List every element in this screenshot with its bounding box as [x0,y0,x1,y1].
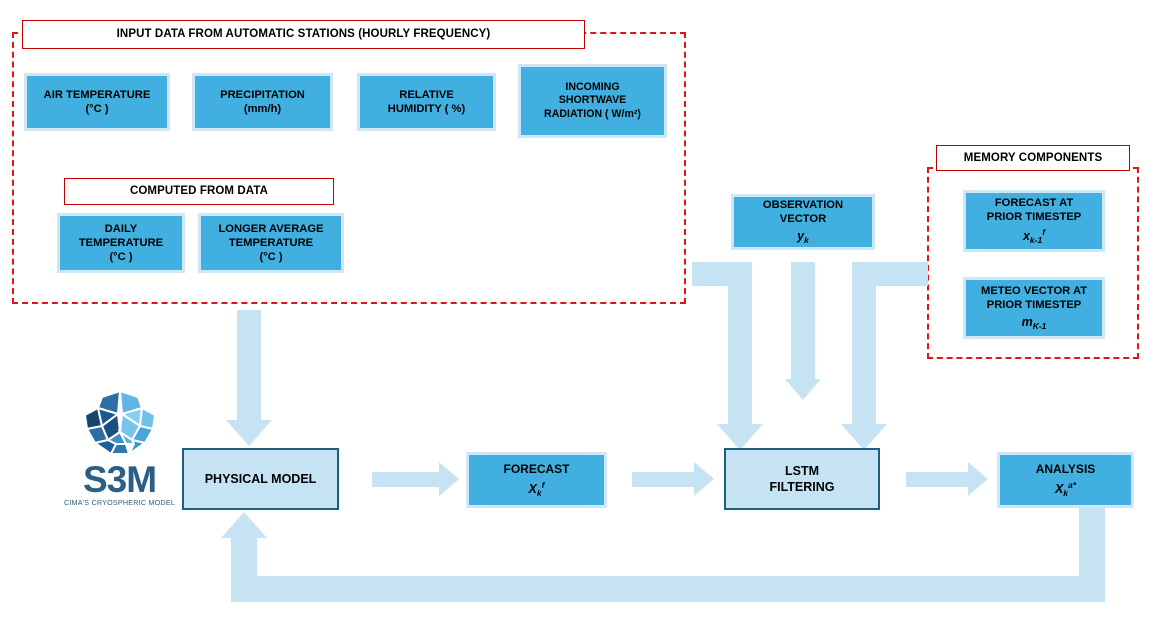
input-variable-box-air-temperature: AIR TEMPERATURE (°C ) [24,73,170,131]
arrow-forecast-to-lstm-head [694,462,714,496]
lstm-line-1: LSTM [784,463,820,478]
arrow-forecast-to-lstm-shaft [632,472,694,487]
box-line-2: (mm/h) [243,103,282,115]
box-line-2: PRIOR TIMESTEP [986,299,1082,312]
physical-model-label: PHYSICAL MODEL [204,471,317,486]
feedback-loop-left-vertical [231,538,257,578]
input-variable-box-relative-humidity: RELATIVE HUMIDITY ( %) [357,73,496,131]
box-line-2: PRIOR TIMESTEP [986,211,1082,224]
computed-from-data-caption: COMPUTED FROM DATA [64,178,334,205]
arrow-observation-to-lstm-head [785,379,821,400]
lstm-filtering-box: LSTM FILTERING [724,448,880,510]
arrow-input-to-lstm-vertical [728,262,752,424]
s3m-wordmark: S3M [82,459,157,500]
observation-vector-box: OBSERVATION VECTOR yk [731,194,875,250]
box-line-1: AIR TEMPERATURE [43,89,151,101]
box-line-2: HUMIDITY ( %) [387,103,466,115]
analysis-symbol: Xka* [1054,479,1077,498]
s3m-logo: S3M CIMA'S CRYOSPHERIC MODEL [57,388,182,508]
box-line-1: METEO VECTOR AT [980,285,1088,298]
arrow-memory-to-lstm-head [841,424,887,450]
box-line-1: LONGER AVERAGE [218,223,324,235]
box-line-2: SHORTWAVE [558,94,627,107]
box-line-1: INCOMING [565,81,620,94]
snowflake-polygon-icon [83,389,156,456]
arrow-input-to-lstm-head [717,424,763,450]
box-line-3: RADIATION ( W/m²) [544,107,641,120]
input-variable-box-precipitation: PRECIPITATION (mm/h) [192,73,333,131]
forecast-box: FORECAST Xkf [466,452,607,508]
box-line-1: PRECIPITATION [220,89,305,101]
forecast-symbol: Xkf [528,479,545,498]
arrow-lstm-to-analysis-shaft [906,472,968,487]
box-line-2: TEMPERATURE [228,237,314,249]
arrow-lstm-to-analysis-head [968,462,988,496]
memory-box-forecast-prior-timestep: FORECAST AT PRIOR TIMESTEP xk-1f [963,190,1105,252]
box-line-3: (°C ) [109,251,133,263]
box-line-1: FORECAST AT [994,197,1074,210]
box-line-3: (°C ) [259,251,283,263]
input-data-group-caption: INPUT DATA FROM AUTOMATIC STATIONS (HOUR… [22,20,585,49]
input-variable-box-incoming-shortwave-radiation: INCOMING SHORTWAVE RADIATION ( W/m²) [518,64,667,138]
analysis-box: ANALYSIS Xka* [997,452,1134,508]
feedback-loop-bottom-horizontal [231,576,1105,602]
memory-meteo-symbol: mK-1 [1021,315,1047,332]
feedback-loop-head [221,512,267,538]
memory-box-meteo-vector-prior-timestep: METEO VECTOR AT PRIOR TIMESTEP mK-1 [963,277,1105,339]
s3m-tagline: CIMA'S CRYOSPHERIC MODEL [63,498,176,508]
lstm-line-2: FILTERING [769,480,835,494]
computed-variable-box-longer-average-temperature: LONGER AVERAGE TEMPERATURE (°C ) [198,213,344,273]
memory-components-caption: MEMORY COMPONENTS [936,145,1130,171]
arrow-physical-to-forecast-shaft [372,472,439,487]
arrow-physical-to-forecast-head [439,462,459,496]
box-line-1: DAILY [104,223,138,235]
arrow-observation-to-lstm-shaft [791,262,815,379]
box-line-1: RELATIVE [399,89,454,101]
analysis-label: ANALYSIS [1035,461,1096,476]
physical-model-box: PHYSICAL MODEL [182,448,339,510]
box-line-2: VECTOR [779,213,827,226]
arrow-input-to-physical-model-head [226,420,272,446]
forecast-label: FORECAST [503,461,570,476]
computed-variable-box-daily-temperature: DAILY TEMPERATURE (°C ) [57,213,185,273]
arrow-input-to-physical-model-shaft [237,310,261,420]
box-line-2: (°C ) [85,103,109,115]
arrow-memory-to-lstm-vertical [852,262,876,424]
box-line-2: TEMPERATURE [78,237,164,249]
box-line-1: OBSERVATION [762,199,844,212]
memory-forecast-symbol: xk-1f [1022,227,1046,246]
observation-vector-symbol: yk [797,229,809,246]
